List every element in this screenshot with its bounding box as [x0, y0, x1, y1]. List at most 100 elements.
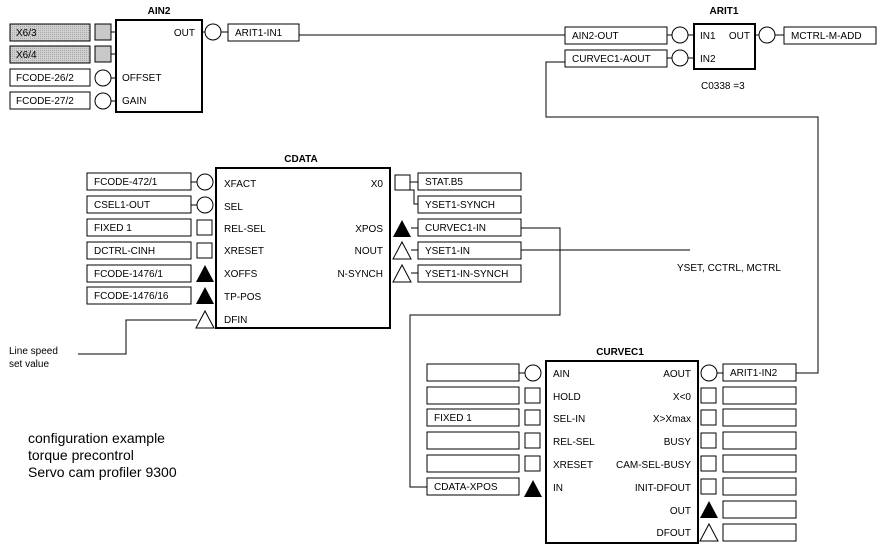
pin-ain2-out: OUT — [174, 28, 195, 39]
square-connector-icon — [524, 432, 541, 449]
ain2-input-label: FCODE-27/2 — [16, 96, 74, 107]
block-ain2[interactable]: AIN2 OUT OFFSET GAIN — [115, 6, 203, 113]
ain2-output-label: ARIT1-IN1 — [235, 28, 283, 39]
curvec1-input-ain[interactable] — [426, 363, 520, 382]
curvec1-output-arit1-in2[interactable]: ARIT1-IN2 — [722, 363, 797, 382]
curvec1-output-empty[interactable] — [722, 477, 797, 496]
circle-connector-icon — [524, 364, 542, 382]
ain2-input-fcode-26-2[interactable]: FCODE-26/2 — [9, 68, 91, 87]
ain2-input-x6-4[interactable]: X6/4 — [9, 45, 91, 64]
pin-curvec1-in: IN — [553, 483, 563, 494]
block-cdata[interactable]: CDATA XFACT SEL REL-SEL XRESET XOFFS TP-… — [215, 154, 391, 329]
circle-connector-icon — [196, 173, 214, 191]
pin-curvec1-aout: AOUT — [663, 369, 691, 380]
circle-connector-icon — [94, 92, 112, 110]
square-connector-icon — [700, 432, 717, 449]
cdata-output-yset1-in-synch[interactable]: YSET1-IN-SYNCH — [417, 264, 522, 283]
cdata-output-label: STAT.B5 — [425, 177, 463, 188]
curvec1-input-hold[interactable] — [426, 386, 520, 405]
block-arit1-title: ARIT1 — [710, 6, 739, 17]
curvec1-input-xreset[interactable] — [426, 454, 520, 473]
arit1-code: C0338 =3 — [701, 81, 745, 92]
yset-targets-label: YSET, CCTRL, MCTRL — [677, 263, 781, 274]
cdata-input-fcode-1476-16[interactable]: FCODE-1476/16 — [86, 286, 192, 305]
square-connector-icon — [94, 45, 112, 63]
line-speed-label-1: Line speed — [9, 346, 58, 357]
pin-curvec1-xreset: XRESET — [553, 460, 593, 471]
pin-arit1-in2: IN2 — [700, 54, 716, 65]
pin-curvec1-hold: HOLD — [553, 392, 581, 403]
square-connector-icon — [394, 174, 411, 191]
arit1-input-curvec1-aout[interactable]: CURVEC1-AOUT — [564, 49, 668, 68]
circle-connector-icon — [671, 26, 689, 44]
triangle-outline-icon — [392, 240, 412, 260]
pin-ain2-gain: GAIN — [122, 96, 146, 107]
block-curvec1[interactable]: CURVEC1 AIN HOLD SEL-IN REL-SEL XRESET I… — [545, 347, 699, 544]
wire — [409, 227, 561, 488]
pin-cdata-xfact: XFACT — [224, 179, 256, 190]
cdata-output-yset1-synch[interactable]: YSET1-SYNCH — [417, 195, 522, 214]
curvec1-output-empty[interactable] — [722, 408, 797, 427]
pin-cdata-x0: X0 — [371, 179, 384, 190]
cdata-input-fcode-1476-1[interactable]: FCODE-1476/1 — [86, 264, 192, 283]
pin-ain2-offset: OFFSET — [122, 73, 161, 84]
cdata-input-csel1-out[interactable]: CSEL1-OUT — [86, 195, 192, 214]
pin-cdata-sel: SEL — [224, 202, 243, 213]
triangle-outline-icon — [699, 522, 719, 542]
curvec1-output-empty[interactable] — [722, 454, 797, 473]
cdata-output-curvec1-in[interactable]: CURVEC1-IN — [417, 218, 522, 237]
ain2-input-label: X6/3 — [16, 28, 37, 39]
note-line-1: configuration example — [28, 430, 165, 446]
pin-curvec1-ain: AIN — [553, 369, 570, 380]
curvec1-output-empty[interactable] — [722, 431, 797, 450]
square-connector-icon — [524, 387, 541, 404]
triangle-filled-icon — [524, 480, 542, 497]
curvec1-output-empty[interactable] — [722, 386, 797, 405]
cdata-output-yset1-in[interactable]: YSET1-IN — [417, 241, 522, 260]
pin-curvec1-out: OUT — [670, 506, 691, 517]
ain2-input-label: FCODE-26/2 — [16, 73, 74, 84]
square-connector-icon — [700, 478, 717, 495]
cdata-input-fixed-1[interactable]: FIXED 1 — [86, 218, 192, 237]
square-connector-icon — [700, 455, 717, 472]
cdata-input-dctrl-cinh[interactable]: DCTRL-CINH — [86, 241, 192, 260]
curvec1-input-label: CDATA-XPOS — [434, 482, 498, 493]
cdata-input-label: FCODE-472/1 — [94, 177, 158, 188]
cdata-input-label: FIXED 1 — [94, 223, 132, 234]
pin-curvec1-busy: BUSY — [664, 437, 692, 448]
square-connector-icon — [524, 455, 541, 472]
pin-cdata-n-synch: N-SYNCH — [337, 269, 383, 280]
block-ain2-title: AIN2 — [148, 6, 171, 17]
circle-connector-icon — [700, 364, 718, 382]
wire — [545, 61, 819, 374]
arit1-input-label: CURVEC1-AOUT — [572, 54, 651, 65]
curvec1-input-rel-sel[interactable] — [426, 431, 520, 450]
curvec1-output-empty[interactable] — [722, 500, 797, 519]
arit1-output-mctrl-m-add[interactable]: MCTRL-M-ADD — [783, 26, 877, 45]
arit1-output-label: MCTRL-M-ADD — [791, 31, 862, 42]
triangle-outline-icon — [195, 309, 215, 329]
cdata-input-fcode-472-1[interactable]: FCODE-472/1 — [86, 172, 192, 191]
cdata-output-stat-b5[interactable]: STAT.B5 — [417, 172, 522, 191]
ain2-input-fcode-27-2[interactable]: FCODE-27/2 — [9, 91, 91, 110]
ain2-input-label: X6/4 — [16, 50, 37, 61]
square-connector-icon — [700, 409, 717, 426]
circle-connector-icon — [204, 23, 222, 41]
curvec1-output-label: ARIT1-IN2 — [730, 368, 778, 379]
pin-arit1-out: OUT — [729, 31, 750, 42]
arit1-input-ain2-out[interactable]: AIN2-OUT — [564, 26, 668, 45]
curvec1-input-fixed-1[interactable]: FIXED 1 — [426, 408, 520, 427]
cdata-input-label: DCTRL-CINH — [94, 246, 155, 257]
pin-curvec1-sel-in: SEL-IN — [553, 414, 585, 425]
curvec1-output-empty[interactable] — [722, 523, 797, 542]
ain2-output-arit1-in1[interactable]: ARIT1-IN1 — [227, 23, 300, 42]
curvec1-input-cdata-xpos[interactable]: CDATA-XPOS — [426, 477, 520, 496]
block-arit1[interactable]: ARIT1 IN1 IN2 OUT — [693, 6, 756, 70]
curvec1-input-label: FIXED 1 — [434, 413, 472, 424]
ain2-input-x6-3[interactable]: X6/3 — [9, 23, 91, 42]
square-connector-icon — [196, 219, 213, 236]
arit1-input-label: AIN2-OUT — [572, 31, 619, 42]
square-connector-icon — [196, 242, 213, 259]
cdata-output-label: CURVEC1-IN — [425, 223, 486, 234]
